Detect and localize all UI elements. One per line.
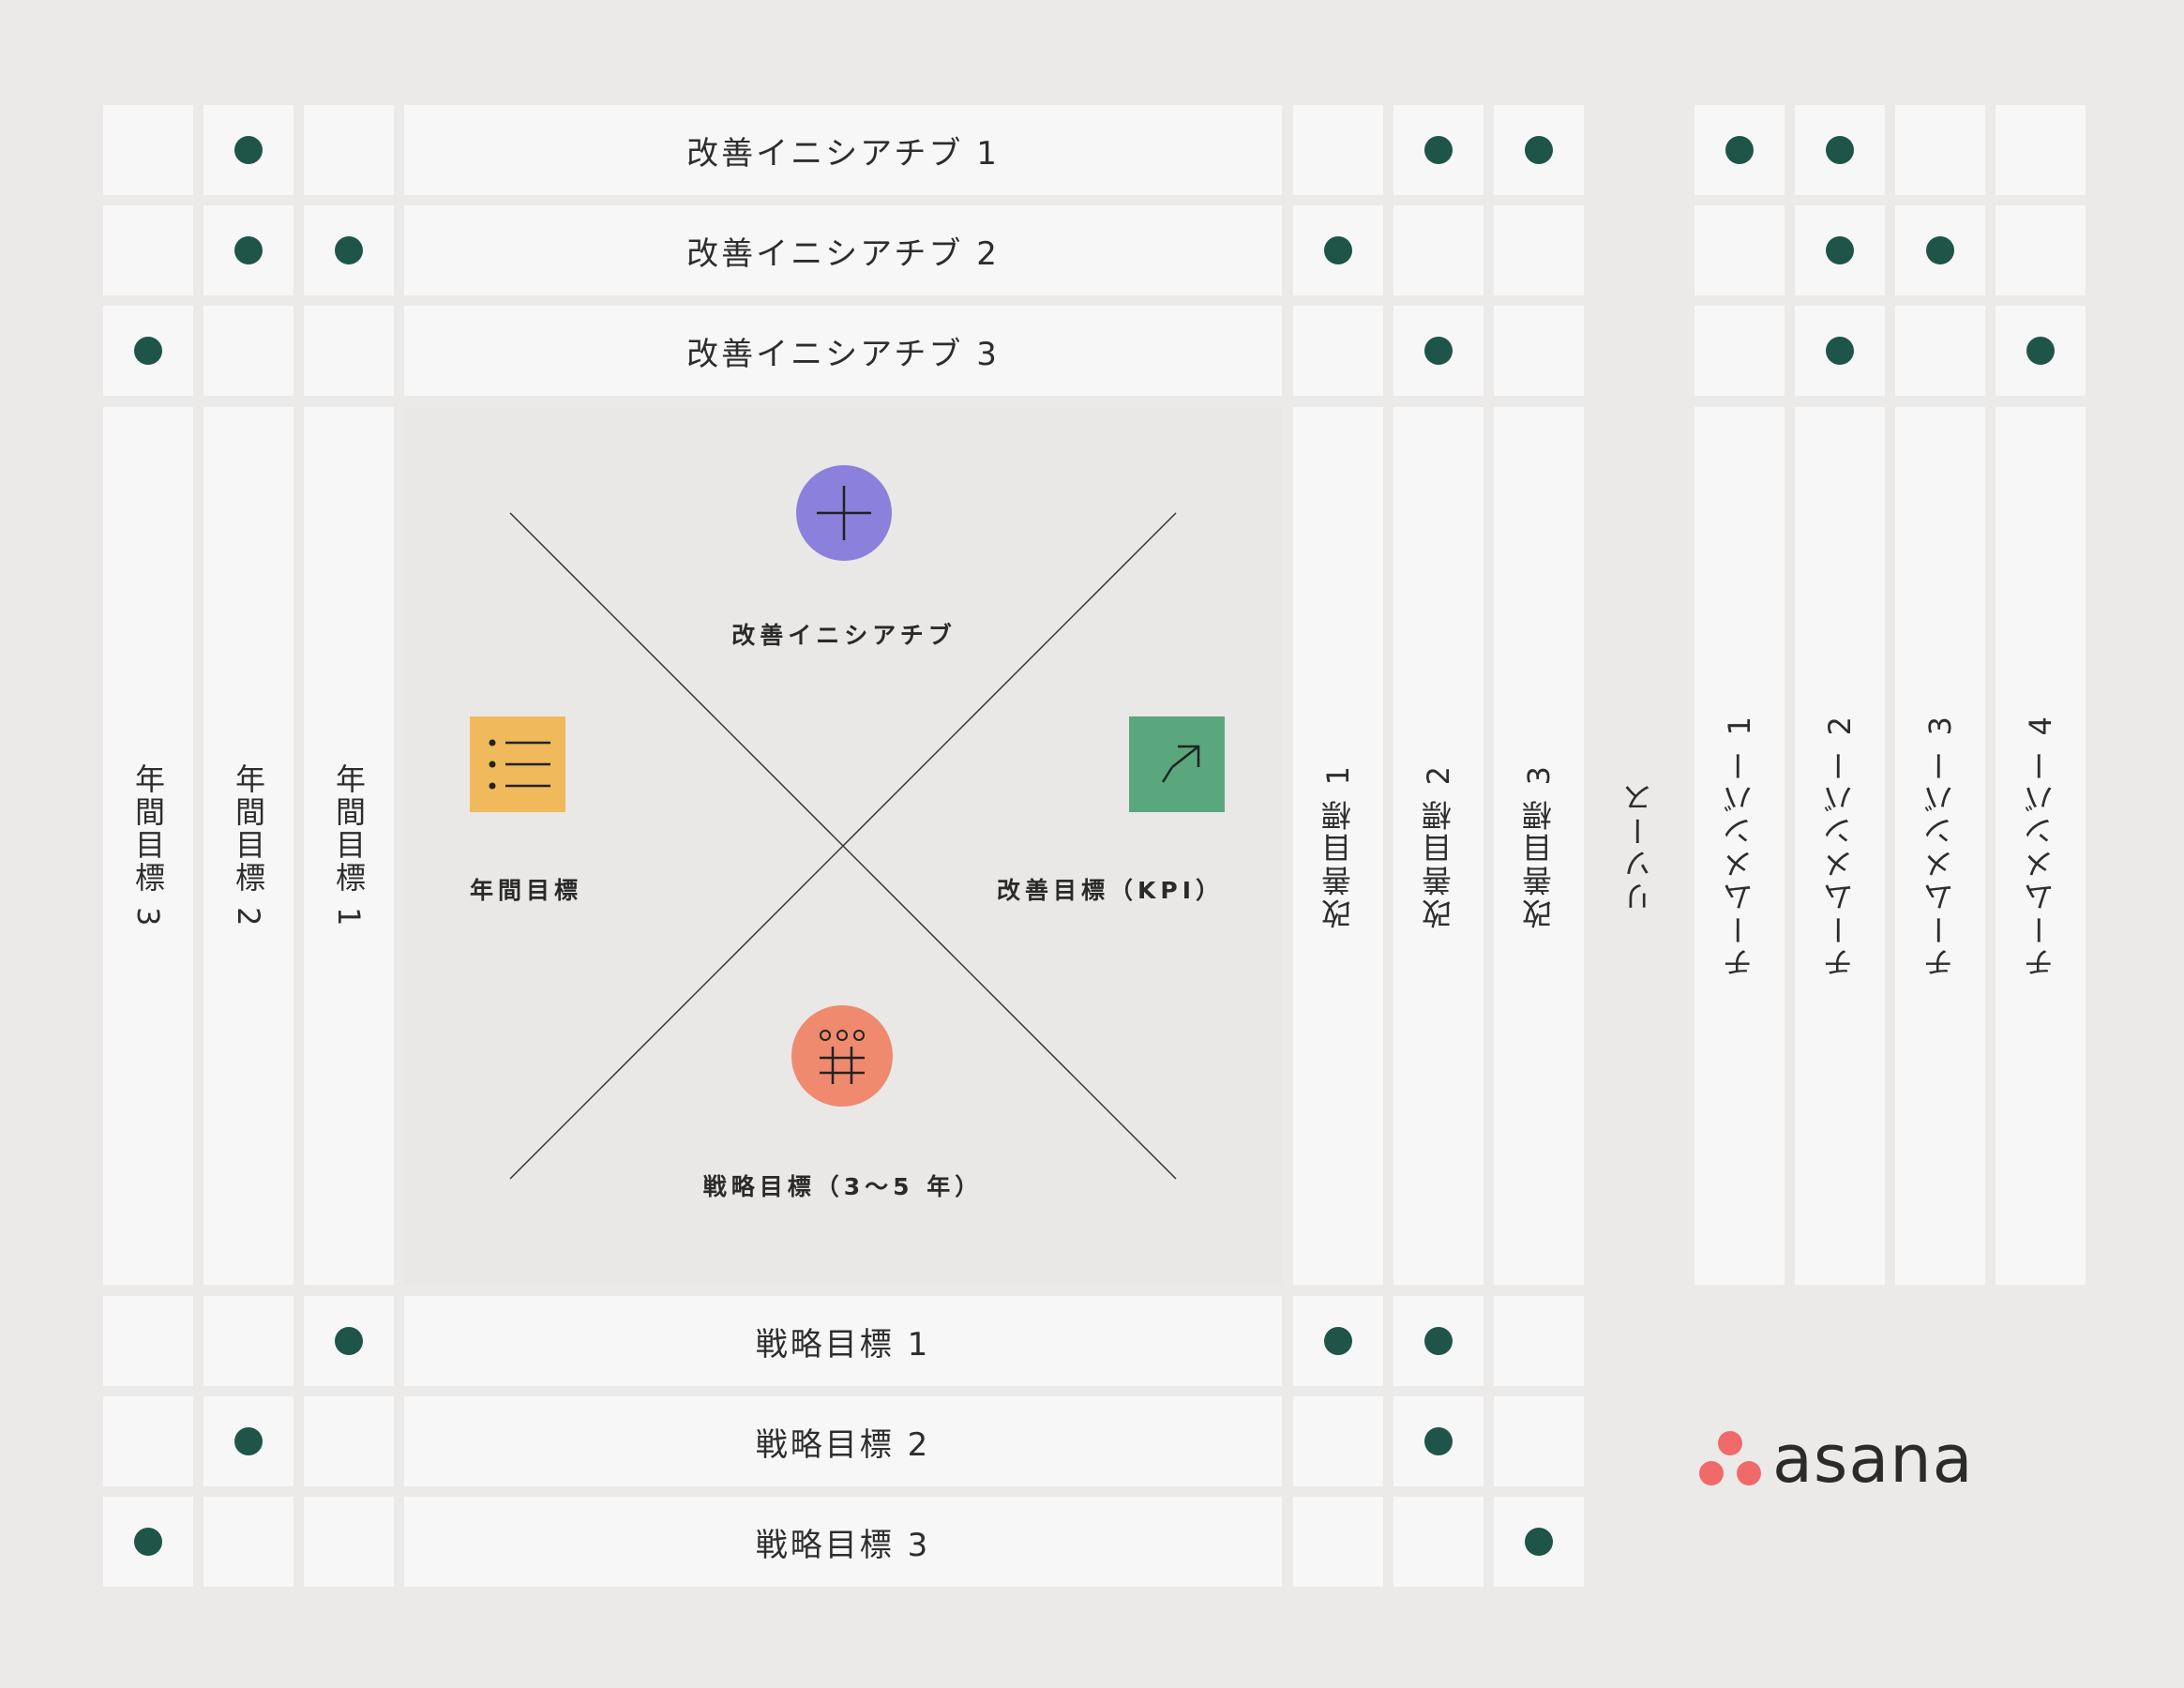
improvement-goal-label: 改善目標 2: [1421, 762, 1456, 929]
matrix-cell: [1293, 306, 1383, 396]
center-label-right: 改善目標（KPI）: [997, 877, 1224, 904]
matrix-cell: [1694, 205, 1785, 295]
center-label-top: 改善イニシアチブ: [731, 622, 956, 649]
arrow-up-right-icon: [1129, 716, 1225, 812]
annual-goal-column: [203, 407, 294, 1285]
improvement-goal-label: 改善目標 1: [1320, 762, 1356, 929]
annual-goal-label: 年間目標 3: [130, 762, 166, 929]
annual-goal-label: 年間目標 2: [231, 762, 266, 929]
matrix-cell: [1895, 105, 1985, 195]
team-member-label: チームメンバー 2: [1822, 714, 1858, 978]
initiative-row-label: 改善イニシアチブ 2: [404, 205, 1282, 295]
matrix-dot: [1324, 1327, 1352, 1355]
matrix-dot: [1324, 236, 1352, 264]
matrix-dot: [1926, 236, 1954, 264]
matrix-cell: [1996, 205, 2086, 295]
annual-goal-column: [103, 407, 193, 1285]
matrix-cell: [1895, 306, 1985, 396]
team-member-column: [1996, 407, 2086, 1285]
team-member-column: [1694, 407, 1785, 1285]
annual-goal-label: 年間目標 1: [331, 762, 367, 929]
matrix-cell: [203, 306, 294, 396]
matrix-cell: [1996, 105, 2086, 195]
team-member-column: [1795, 407, 1885, 1285]
matrix-dot: [2026, 337, 2055, 365]
matrix-cell: [1293, 1396, 1383, 1486]
matrix-cell: [203, 1497, 294, 1587]
plus-icon: [796, 465, 892, 561]
matrix-dot: [134, 337, 162, 365]
matrix-cell: [1494, 306, 1584, 396]
matrix-dot: [234, 236, 263, 264]
center-label-left: 年間目標: [470, 877, 583, 904]
center-label-bottom: 戦略目標（3～5 年）: [702, 1173, 984, 1200]
matrix-dot: [234, 136, 263, 164]
matrix-cell: [304, 1497, 394, 1587]
improvement-goal-column: [1293, 407, 1383, 1285]
matrix-cell: [1293, 1497, 1383, 1587]
improvement-goal-column: [1393, 407, 1484, 1285]
matrix-dot: [1725, 136, 1754, 164]
matrix-dot: [1525, 1528, 1553, 1556]
matrix-dot: [234, 1427, 263, 1455]
matrix-cell: [304, 306, 394, 396]
matrix-cell: [103, 205, 193, 295]
improvement-goal-column: [1494, 407, 1584, 1285]
team-member-label: チームメンバー 1: [1722, 714, 1757, 978]
matrix-dot: [134, 1528, 162, 1556]
matrix-cell: [1494, 1296, 1584, 1386]
initiative-row-label: 改善イニシアチブ 1: [404, 105, 1282, 195]
matrix-cell: [103, 1296, 193, 1386]
strategic-goal-row-label: 戦略目標 2: [404, 1396, 1282, 1486]
asana-logo-text: asana: [1772, 1421, 1974, 1498]
initiative-row-label: 改善イニシアチブ 3: [404, 306, 1282, 396]
asana-logo: asana: [1697, 1421, 1974, 1498]
matrix-cell: [1293, 105, 1383, 195]
matrix-dot: [1424, 1427, 1453, 1455]
matrix-cell: [304, 105, 394, 195]
matrix-dot: [335, 236, 363, 264]
matrix-cell: [103, 1396, 193, 1486]
matrix-dot: [1826, 236, 1854, 264]
diagonal-lines: [509, 512, 1177, 1180]
matrix-dot: [1424, 1327, 1453, 1355]
center-quadrant: 改善イニシアチブ 年間目標 改善目標（KPI）: [404, 407, 1282, 1285]
strategic-goal-row-label: 戦略目標 3: [404, 1497, 1282, 1587]
annual-goal-column: [304, 407, 394, 1285]
matrix-cell: [1494, 1396, 1584, 1486]
strategic-goal-row-label: 戦略目標 1: [404, 1296, 1282, 1386]
matrix-dot: [1424, 136, 1453, 164]
matrix-cell: [1694, 306, 1785, 396]
team-member-label: チームメンバー 3: [1922, 714, 1958, 978]
improvement-goal-label: 改善目標 3: [1521, 762, 1557, 929]
matrix-cell: [1494, 205, 1584, 295]
matrix-dot: [1826, 136, 1854, 164]
matrix-dot: [335, 1327, 363, 1355]
matrix-cell: [1393, 205, 1484, 295]
list-icon: [470, 716, 565, 812]
resources-label: リソース: [1621, 780, 1657, 912]
matrix-dot: [1424, 337, 1453, 365]
team-member-label: チームメンバー 4: [2023, 714, 2058, 978]
team-member-column: [1895, 407, 1985, 1285]
matrix-cell: [203, 1296, 294, 1386]
asana-logo-icon: [1699, 1431, 1761, 1485]
matrix-dot: [1525, 136, 1553, 164]
matrix-cell: [304, 1396, 394, 1486]
matrix-cell: [103, 105, 193, 195]
matrix-dot: [1826, 337, 1854, 365]
matrix-cell: [1393, 1497, 1484, 1587]
grid-hash-icon: [791, 1005, 893, 1107]
